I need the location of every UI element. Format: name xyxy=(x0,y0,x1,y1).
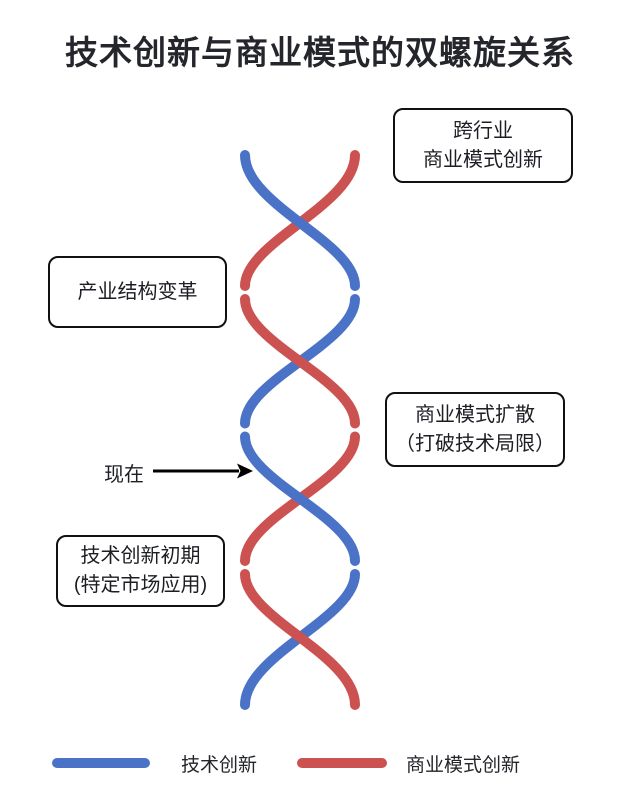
now-arrow xyxy=(153,463,253,479)
page-title: 技术创新与商业模式的双螺旋关系 xyxy=(65,34,575,71)
annotation-box-cross-industry: 跨行业 商业模式创新 xyxy=(393,108,573,183)
business-strand-segment xyxy=(240,569,360,710)
annotation-line: 商业模式扩散 xyxy=(415,403,535,426)
tech-strand-segment xyxy=(240,431,360,566)
annotation-line: (特定市场应用) xyxy=(73,574,208,596)
now-label: 现在 xyxy=(104,464,144,486)
annotation-box-tech-initial: 技术创新初期 (特定市场应用) xyxy=(56,535,225,607)
annotation-box-industry-structure: 产业结构变革 xyxy=(48,256,227,328)
annotation-box-bm-diffusion: 商业模式扩散 （打破技术局限） xyxy=(385,392,565,467)
annotation-line: 跨行业 xyxy=(453,119,513,142)
annotation-line: 商业模式创新 xyxy=(423,148,543,171)
annotation-line: 技术创新初期 xyxy=(80,545,201,567)
business-strand-segment xyxy=(240,294,360,429)
tech-strand-segment xyxy=(240,150,360,291)
annotation-line: 产业结构变革 xyxy=(77,280,198,303)
annotation-line: （打破技术局限） xyxy=(395,432,555,455)
